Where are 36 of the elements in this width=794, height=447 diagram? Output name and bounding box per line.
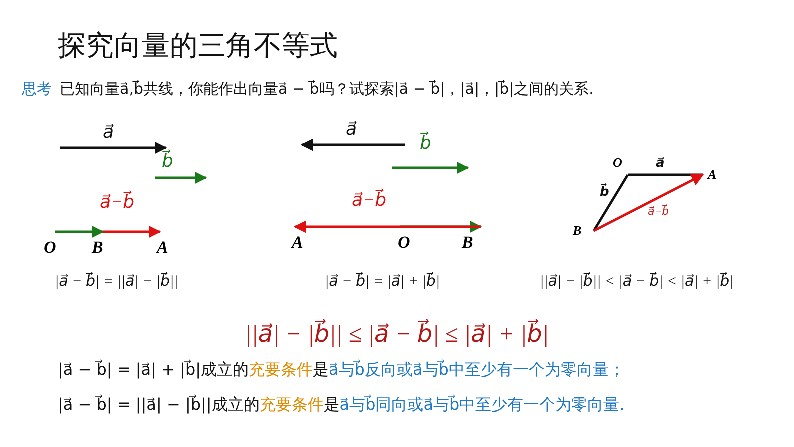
heading-label: 思考: [22, 80, 52, 99]
vector-label: b⃗: [162, 151, 174, 172]
point-label: O: [44, 238, 56, 258]
point-label: O: [398, 233, 410, 253]
vector-arrow: [103, 226, 162, 238]
highlighted-term: 充要条件: [249, 360, 313, 381]
vector-label: b⃗: [420, 133, 432, 154]
vector-label: a⃗: [103, 122, 114, 143]
edge-label: a⃗−b⃗: [352, 190, 387, 211]
formula: ||a⃗| − |b⃗|| < |a⃗ − b⃗| < |a⃗| + |b⃗|: [540, 274, 734, 292]
vector-arrow: [294, 220, 481, 234]
edge-label: a⃗: [656, 156, 665, 171]
highlighted-term: 充要条件: [260, 395, 324, 416]
vector-label: a⃗: [346, 119, 358, 140]
condition-text: a⃗与b⃗同向或a⃗与b⃗中至少有一个为零向量.: [340, 395, 625, 416]
condition-text: 是: [324, 395, 340, 416]
point-label: O: [613, 156, 622, 171]
condition-text: 是: [313, 360, 329, 381]
point-label: B: [92, 238, 104, 258]
condition-text: a⃗与b⃗反向或a⃗与b⃗中至少有一个为零向量；: [329, 360, 625, 381]
edge-label: a⃗−b⃗: [648, 206, 670, 219]
formula: |a⃗ − b⃗| = |a⃗| + |b⃗|: [325, 274, 440, 292]
point-label: A: [292, 233, 304, 253]
condition-text: |a⃗ − b⃗| = ||a⃗| − |b⃗||成立的: [58, 395, 260, 416]
question-text: 已知向量a⃗,b⃗共线，你能作出向量a⃗ − b⃗吗？试探索|a⃗ − b⃗|，|a⃗|，|b⃗|之间的关系.: [60, 80, 594, 99]
edge-label: b⃗: [600, 185, 610, 200]
edge-label: a⃗−b⃗: [100, 192, 135, 213]
formula: |a⃗ − b⃗| = ||a⃗| − |b⃗||: [55, 274, 178, 292]
vector-arrow: [593, 174, 704, 232]
point-label: A: [708, 168, 717, 183]
point-label: B: [462, 233, 474, 253]
point-label: A: [157, 238, 168, 258]
vector-arrow: [55, 226, 104, 238]
condition-text: |a⃗ − b⃗| = |a⃗| + |b⃗|成立的: [58, 360, 249, 381]
point-label: B: [573, 224, 582, 239]
slide-title: 探究向量的三角不等式: [58, 30, 338, 62]
